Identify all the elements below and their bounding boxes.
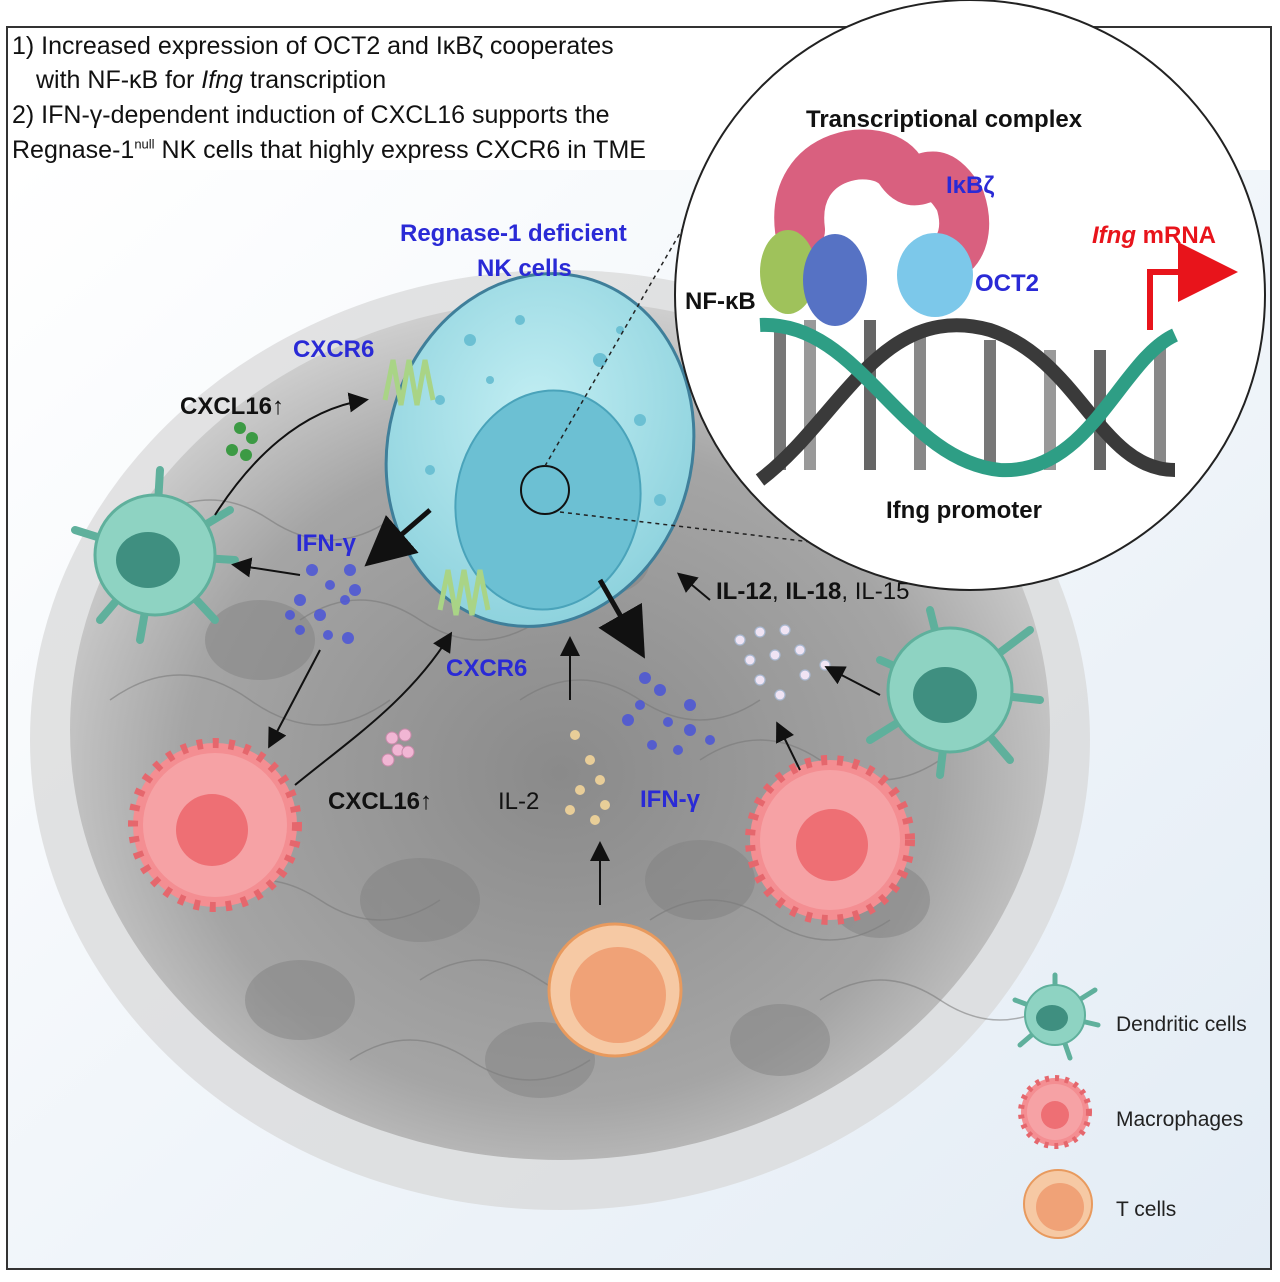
legend-dendritic-label: Dendritic cells [1116,1013,1247,1036]
zoom-lines [544,189,921,556]
oct2-label: OCT2 [975,270,1040,297]
cxcl16-label-top: CXCL16↑ [180,393,285,420]
il2-label: IL-2 [498,788,540,815]
thick-arrows [364,508,645,659]
arrow-macrophage-to-il12 [776,721,801,771]
arrow-ifng-to-macrophage [268,649,321,749]
legend-tcell-label: T cells [1116,1198,1177,1221]
mrna-arrow [1147,242,1238,330]
arrow-il12-to-nk [676,572,711,601]
arrows [214,392,881,905]
cxcl16-dots-bottom [381,728,415,767]
ikbz-label: IκBζ [946,172,995,199]
nfkb-label: NF-κB [685,288,756,315]
nk-cell-label-line-1: Regnase-1 deficient [400,220,627,247]
header-line-2: with NF-κB for Ifng transcription [36,66,387,94]
arrow-nk-secretes-ifng-left [364,508,432,567]
nk-cell [384,272,696,628]
arrow-macrophage-to-cxcr6 [294,631,453,786]
ikbz-protein [774,129,990,280]
legend-macrophage-label: Macrophages [1116,1108,1244,1131]
legend-macrophage-icon [1018,1075,1092,1149]
cxcr6-label-top: CXCR6 [293,336,375,363]
arrow-dc-to-il12 [824,666,881,696]
macrophage-left [128,738,302,912]
nk-cell-label-line-2: NK cells [477,255,572,282]
arrow-nk-secretes-ifng-right [597,578,645,659]
header-line-4: Regnase-1null NK cells that highly expre… [12,136,646,164]
cxcr6-label-bottom: CXCR6 [446,655,528,682]
ifng-dots-right [622,672,715,755]
cxcr6-receptor-top [382,359,436,406]
il2-dots [565,730,610,825]
il18-label: IL-18 [785,578,842,605]
cxcl16-label-bottom: CXCL16↑ [328,788,433,815]
il15-label: IL-15 [854,578,910,605]
dna-strand-green [759,317,1179,478]
header-line-3: 2) IFN-γ-dependent induction of CXCL16 s… [12,101,610,129]
il12-label: IL-12 [716,578,773,605]
dendritic-cell-left [71,466,239,644]
dendritic-cell-right [866,606,1044,779]
t-cell [547,922,683,1058]
il12-il18-dots [734,624,831,701]
ifng-label-right: IFN-γ [640,786,700,813]
ifng-promoter-label: Ifng promoter [886,497,1042,524]
oct2-protein [897,233,973,317]
ifng-label-left: IFN-γ [296,530,356,557]
arrow-dc-to-cxcr6 [214,392,369,516]
cxcl16-dots-top [226,422,258,461]
header-line-1: 1) Increased expression of OCT2 and IκBζ… [12,32,614,60]
nfkb-protein [760,230,867,326]
interleukin-label-group: IL-12, IL-18, IL-15 [716,578,910,605]
macrophage-right [745,755,915,925]
cxcr6-receptor-bottom [437,569,491,616]
ifng-mrna-label: Ifng mRNA [1092,222,1216,249]
dna-strand-dark [755,318,1176,486]
transcriptional-complex-inset [674,0,1266,591]
arrow-ifng-to-dc [231,557,301,578]
figure-frame [6,26,1272,1270]
legend-dendritic-icon [1012,972,1101,1061]
ifng-dots-left [285,564,361,644]
legend-tcell-icon [1023,1169,1093,1239]
inset-title: Transcriptional complex [806,106,1083,133]
